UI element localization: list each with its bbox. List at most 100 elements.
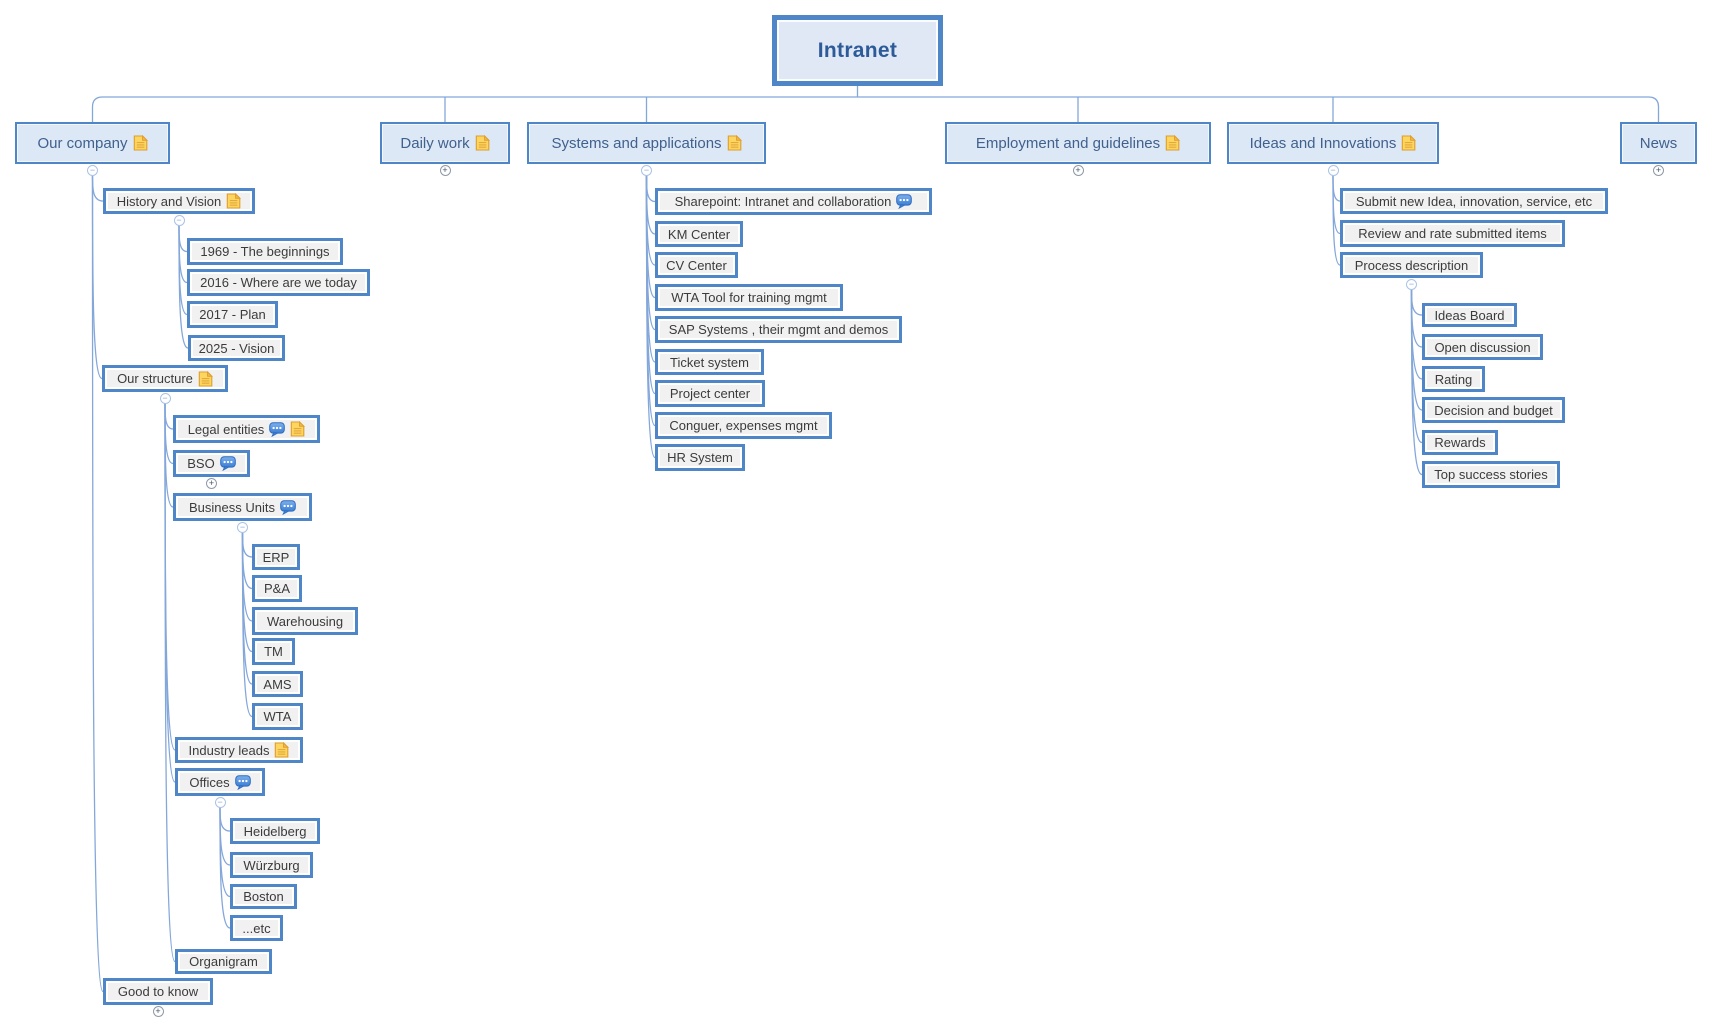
node-label: Ticket system	[670, 354, 749, 370]
node-label: Business Units	[189, 499, 275, 515]
node-plan-2017[interactable]: 2017 - Plan	[187, 301, 278, 328]
note-icon[interactable]	[475, 135, 490, 151]
node-label: WTA	[263, 709, 292, 724]
note-icon[interactable]	[226, 193, 242, 209]
node-km-center[interactable]: KM Center	[655, 221, 743, 247]
comment-icon[interactable]	[269, 421, 286, 437]
note-icon[interactable]	[1165, 135, 1181, 151]
node-submit-new-idea[interactable]: Submit new Idea, innovation, service, et…	[1340, 188, 1608, 214]
expand-toggle[interactable]: +	[1072, 165, 1084, 176]
node-sharepoint[interactable]: Sharepoint: Intranet and collaboration	[655, 188, 932, 215]
node-sap-systems[interactable]: SAP Systems , their mgmt and demos	[655, 316, 902, 343]
node-conguer[interactable]: Conguer, expenses mgmt	[655, 412, 832, 439]
node-history-vision[interactable]: History and Vision	[103, 188, 255, 214]
comment-icon[interactable]	[896, 194, 913, 209]
expand-toggle[interactable]: +	[439, 165, 451, 176]
collapse-toggle[interactable]: −	[159, 393, 171, 404]
node-warehousing[interactable]: Warehousing	[252, 607, 358, 635]
node-erp[interactable]: ERP	[252, 544, 300, 570]
node-label: Sharepoint: Intranet and collaboration	[674, 194, 892, 209]
node-tm[interactable]: TM	[252, 638, 295, 665]
node-open-discussion[interactable]: Open discussion	[1422, 334, 1543, 360]
collapse-toggle[interactable]: −	[173, 215, 185, 226]
node-ams[interactable]: AMS	[252, 671, 303, 697]
node-cv-center[interactable]: CV Center	[655, 252, 738, 278]
node-wuerzburg[interactable]: Würzburg	[230, 852, 313, 878]
node-label: Systems and applications	[551, 134, 722, 152]
node-ideas-board[interactable]: Ideas Board	[1422, 303, 1517, 327]
node-where-are-we-2016[interactable]: 2016 - Where are we today	[187, 269, 370, 296]
collapse-toggle[interactable]: −	[214, 797, 226, 808]
node-systems-applications[interactable]: Systems and applications	[527, 122, 766, 164]
node-label: BSO	[187, 456, 215, 471]
node-business-units[interactable]: Business Units	[173, 493, 312, 521]
node-bso[interactable]: BSO	[173, 450, 250, 477]
node-label: TM	[264, 644, 283, 659]
node-label: 2017 - Plan	[199, 307, 266, 322]
node-process-description[interactable]: Process description	[1340, 252, 1483, 278]
node-label: Employment and guidelines	[975, 134, 1161, 152]
node-daily-work[interactable]: Daily work	[380, 122, 510, 164]
node-rewards[interactable]: Rewards	[1422, 430, 1498, 455]
node-label: History and Vision	[116, 193, 222, 209]
node-label: News	[1639, 134, 1678, 152]
node-label: Ideas Board	[1434, 307, 1505, 323]
node-label: Rating	[1434, 371, 1473, 387]
node-ticket-system[interactable]: Ticket system	[655, 349, 764, 375]
node-label: Offices	[189, 774, 230, 790]
comment-icon[interactable]	[280, 499, 296, 515]
note-icon[interactable]	[133, 135, 148, 151]
collapse-toggle[interactable]: −	[237, 522, 248, 533]
node-wta-tool[interactable]: WTA Tool for training mgmt	[655, 284, 843, 311]
node-vision-2025[interactable]: 2025 - Vision	[188, 335, 285, 361]
node-label: SAP Systems , their mgmt and demos	[668, 322, 889, 337]
node-review-rate[interactable]: Review and rate submitted items	[1340, 220, 1565, 247]
expand-toggle[interactable]: +	[206, 478, 217, 489]
node-top-success-stories[interactable]: Top success stories	[1422, 461, 1560, 488]
node-legal-entities[interactable]: Legal entities	[173, 415, 320, 443]
node-hr-system[interactable]: HR System	[655, 444, 745, 471]
node-decision-budget[interactable]: Decision and budget	[1422, 397, 1565, 423]
note-icon[interactable]	[1401, 135, 1417, 151]
note-icon[interactable]	[290, 421, 306, 437]
node-intranet[interactable]: Intranet	[772, 15, 943, 86]
node-label: CV Center	[666, 257, 727, 273]
node-label: Process description	[1354, 257, 1469, 273]
node-boston[interactable]: Boston	[230, 884, 297, 909]
expand-toggle[interactable]: +	[152, 1006, 164, 1017]
node-label: 2025 - Vision	[198, 340, 275, 356]
node-good-to-know[interactable]: Good to know	[103, 978, 213, 1005]
comment-icon[interactable]	[219, 456, 236, 471]
node-our-structure[interactable]: Our structure	[102, 365, 228, 392]
node-label: Intranet	[817, 38, 898, 62]
note-icon[interactable]	[198, 370, 213, 387]
note-icon[interactable]	[274, 742, 290, 758]
node-industry-leads[interactable]: Industry leads	[175, 737, 303, 763]
node-etc[interactable]: ...etc	[230, 915, 283, 941]
node-ideas-innovations[interactable]: Ideas and Innovations	[1227, 122, 1439, 164]
node-label: Conguer, expenses mgmt	[669, 418, 818, 433]
node-pa[interactable]: P&A	[252, 575, 302, 602]
node-offices[interactable]: Offices	[175, 768, 265, 796]
node-rating[interactable]: Rating	[1422, 366, 1485, 392]
node-beginnings-1969[interactable]: 1969 - The beginnings	[187, 238, 343, 265]
node-project-center[interactable]: Project center	[655, 380, 765, 407]
comment-icon[interactable]	[234, 774, 251, 790]
node-employment-guidelines[interactable]: Employment and guidelines	[945, 122, 1211, 164]
node-label: Open discussion	[1434, 339, 1531, 355]
collapse-toggle[interactable]: −	[641, 165, 652, 176]
node-news[interactable]: News	[1620, 122, 1697, 164]
collapse-toggle[interactable]: −	[1327, 165, 1339, 176]
collapse-toggle[interactable]: −	[1406, 279, 1417, 290]
node-label: ...etc	[242, 920, 271, 936]
node-label: Decision and budget	[1434, 402, 1553, 418]
expand-toggle[interactable]: +	[1653, 165, 1664, 176]
collapse-toggle[interactable]: −	[87, 165, 98, 176]
node-label: Our company	[37, 134, 128, 152]
node-organigram[interactable]: Organigram	[175, 949, 272, 974]
node-heidelberg[interactable]: Heidelberg	[230, 818, 320, 844]
node-wta[interactable]: WTA	[252, 703, 303, 730]
note-icon[interactable]	[727, 135, 742, 151]
node-our-company[interactable]: Our company	[15, 122, 170, 164]
